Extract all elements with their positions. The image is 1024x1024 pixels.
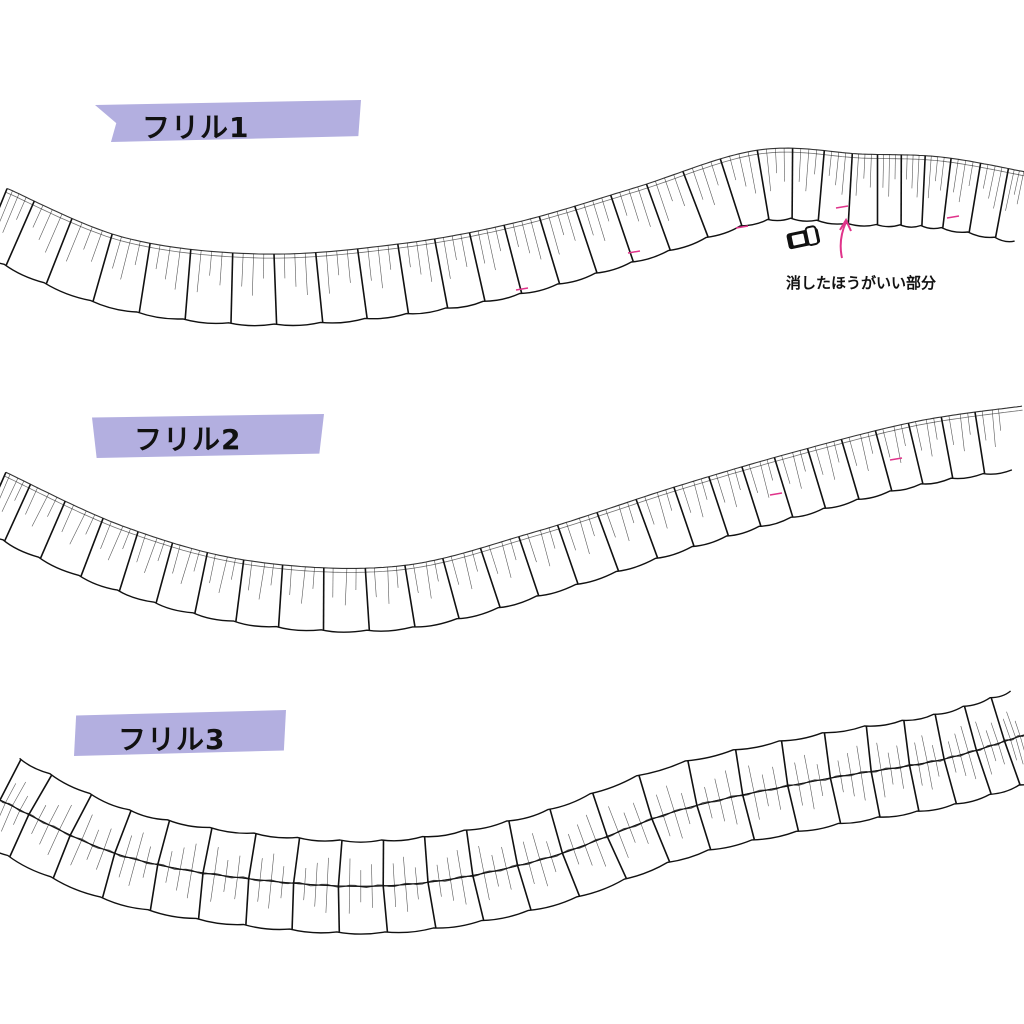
frill-3-drawing <box>0 690 1024 935</box>
label-tape-2 <box>92 414 324 458</box>
frill-1-label: フリル1 <box>142 111 250 144</box>
frill-2-label: フリル2 <box>134 423 242 456</box>
frill-3-label: フリル3 <box>118 723 226 756</box>
pointer-arrow-icon <box>839 217 852 259</box>
label-tape-1 <box>95 100 361 142</box>
frill-2-drawing <box>0 405 1023 633</box>
frill-1-drawing <box>0 147 1024 327</box>
annotation-text: 消したほうがいい部分 <box>786 274 937 292</box>
label-tape-3 <box>74 710 286 756</box>
eraser-icon <box>786 225 821 250</box>
